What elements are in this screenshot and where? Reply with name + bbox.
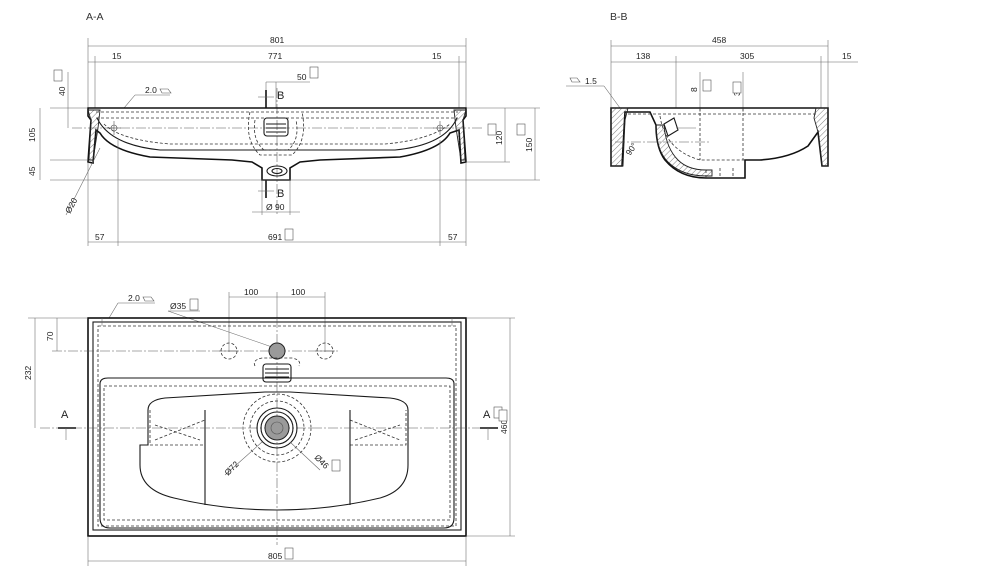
tap-hole-right-dashed — [315, 342, 335, 360]
mounting-hole-left — [107, 121, 121, 135]
section-mark-b-bottom: B — [277, 188, 284, 200]
dim-aa-drain-diameter: Ø 90 — [266, 202, 285, 212]
dim-aa-inner-height: 120 — [494, 131, 504, 145]
dim-aa-left-margin: 15 — [112, 51, 122, 61]
dim-aa-bowl-width: 691 — [268, 232, 282, 242]
dim-aa-side-height: 105 — [27, 128, 37, 142]
dim-aa-total-height: 150 — [524, 138, 534, 152]
side-section-contour — [610, 107, 829, 179]
drain-hidden-outline — [247, 111, 305, 156]
dim-plan-drain-inner: Ø46 — [313, 452, 332, 471]
section-mark-a-left: A — [61, 409, 69, 421]
basin-bowl-outline — [99, 377, 455, 529]
tap-hole-left-dashed — [219, 342, 239, 360]
dim-aa-tap-offset: 50 — [297, 72, 307, 82]
dim-aa-inner-width: 771 — [268, 51, 282, 61]
dim-aa-right-margin: 15 — [432, 51, 442, 61]
dim-plan-slope: 2.0 — [128, 293, 140, 303]
bottom-section — [655, 124, 713, 177]
dim-aa-top-depth: 40 — [57, 86, 67, 96]
dim-plan-center-depth: 232 — [23, 366, 33, 380]
left-wall-section — [87, 109, 101, 161]
dim-bb-bowl-depth: 305 — [740, 51, 754, 61]
drain-outlet — [266, 165, 288, 177]
dim-aa-left-edge: 57 — [95, 232, 105, 242]
drain-plan — [242, 393, 312, 463]
dim-plan-left-spacing: 100 — [244, 287, 258, 297]
section-mark-a-right: A — [483, 409, 491, 421]
slope-symbol-icon — [159, 88, 172, 94]
overflow-plan — [262, 363, 292, 383]
dim-aa-bottom-height: 45 — [27, 166, 37, 176]
basin-inner-bowl-plan — [139, 391, 409, 511]
dim-bb-overall-depth: 458 — [712, 35, 726, 45]
plan-view: 2.0 Ø35 100 100 — [23, 287, 515, 566]
dim-plan-tap-hole: Ø35 — [170, 301, 186, 311]
tap-hole — [268, 342, 286, 360]
dim-aa-right-edge: 57 — [448, 232, 458, 242]
section-aa-view: A-A 801 15 771 15 2.0 50 B B — [27, 11, 540, 246]
dim-plan-overall-depth: 460 — [499, 420, 509, 434]
dim-plan-hole-offset: 70 — [45, 331, 55, 341]
back-wall-section — [610, 107, 629, 167]
dim-aa-overall-width: 801 — [270, 35, 284, 45]
dim-aa-slope: 2.0 — [145, 85, 157, 95]
overflow-slot — [263, 117, 289, 137]
dim-bb-rim-depth: 8 — [689, 87, 699, 92]
section-aa-title: A-A — [86, 11, 104, 23]
dim-bb-angle: 90° — [623, 141, 639, 157]
right-wall-section — [453, 109, 467, 161]
dim-bb-wall-thickness: 1.5 — [585, 76, 597, 86]
section-bb-view: B-B 458 138 305 15 1.5 8 37 — [566, 11, 858, 179]
front-wall-section — [813, 107, 829, 167]
tolerance-box-icon — [309, 66, 319, 79]
section-mark-b-top: B — [277, 90, 284, 102]
mounting-hole-right — [433, 121, 447, 135]
dim-plan-right-spacing: 100 — [291, 287, 305, 297]
overflow-channel — [663, 117, 679, 137]
dim-aa-corner-radius: Ø20 — [63, 196, 80, 215]
dim-plan-overall-width: 805 — [268, 551, 282, 561]
dim-bb-front-margin: 15 — [842, 51, 852, 61]
section-bb-title: B-B — [610, 11, 628, 23]
dim-bb-back-depth: 138 — [636, 51, 650, 61]
